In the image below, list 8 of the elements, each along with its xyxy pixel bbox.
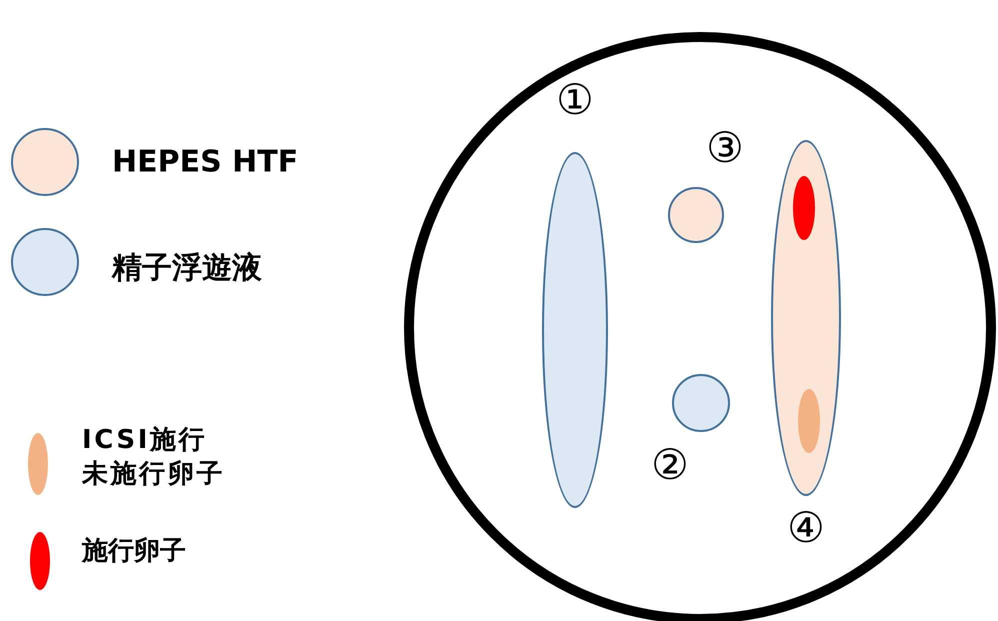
- legend-label: 施行卵子: [82, 535, 186, 568]
- legend-label: ICSI施行未施行卵子: [82, 424, 226, 491]
- legend-label: HEPES HTF: [112, 144, 298, 182]
- callout-number: ③: [706, 127, 744, 169]
- legend-label: 精子浮遊液: [112, 250, 262, 288]
- callout-number: ①: [556, 79, 594, 121]
- callout-number: ④: [787, 507, 825, 549]
- callout-number: ②: [651, 444, 689, 486]
